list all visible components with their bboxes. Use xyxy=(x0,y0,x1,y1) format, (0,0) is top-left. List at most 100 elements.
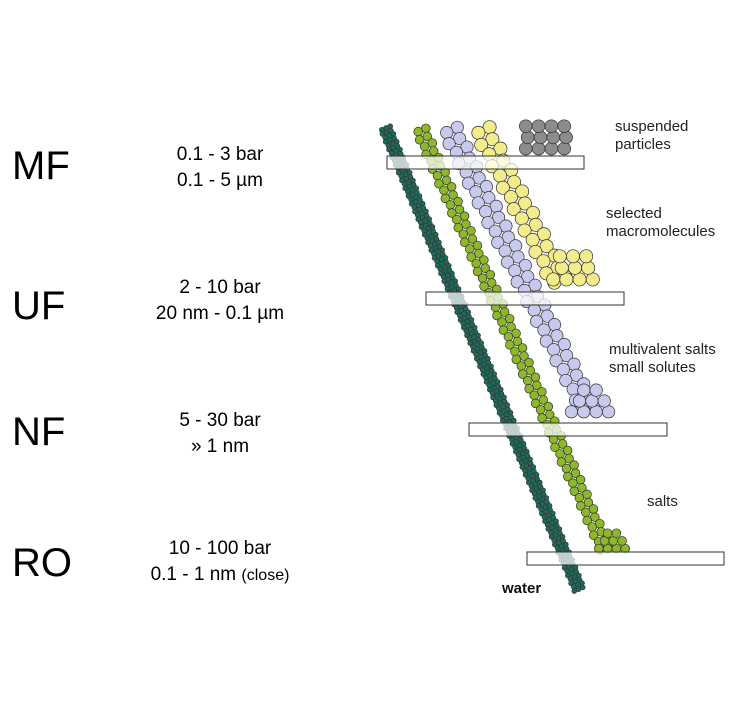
solute-particle xyxy=(539,334,553,348)
solute-particle xyxy=(501,230,515,244)
macromolecule-particle xyxy=(493,168,508,183)
suspended-particle xyxy=(519,119,533,133)
salt-particle xyxy=(569,486,580,497)
pressure-range: 2 - 10 bar xyxy=(179,277,261,298)
label-salts: salts xyxy=(647,493,678,510)
salt-particle xyxy=(582,515,592,526)
solute-particle xyxy=(589,383,603,397)
salt-particle xyxy=(497,317,507,327)
salt-particle xyxy=(537,413,547,423)
suspended-particle xyxy=(546,130,561,145)
solute-particle xyxy=(510,275,524,289)
pore-size-value: 0.1 - 1 nm xyxy=(150,564,237,585)
pore-size: 20 nm - 0.1 µm xyxy=(155,303,285,324)
solute-particle xyxy=(472,171,486,185)
label-line: suspended xyxy=(615,118,689,135)
label-line: multivalent salts xyxy=(609,341,716,358)
salt-particle xyxy=(568,478,578,488)
solute-particle xyxy=(481,216,495,230)
water-particle xyxy=(571,588,578,594)
macromolecule-particle xyxy=(495,180,510,195)
salt-particle xyxy=(530,398,541,409)
solute-particle xyxy=(479,204,493,219)
suspended-particle xyxy=(533,130,548,145)
salt-particle xyxy=(550,442,560,453)
macromolecule-particle xyxy=(536,254,551,269)
macromolecule-particle xyxy=(579,249,594,264)
pore-size: 0.1 - 5 µm xyxy=(177,170,263,191)
solute-particle xyxy=(491,210,506,224)
solute-particle xyxy=(498,244,512,258)
label-line: macromolecules xyxy=(606,223,716,240)
macromolecule-particle xyxy=(517,196,532,211)
process-spec-nf: 5 - 30 bar » 1 nm xyxy=(120,408,320,460)
solute-particle xyxy=(500,255,514,269)
salt-particle xyxy=(563,471,573,482)
process-abbr-ro: RO xyxy=(12,541,72,585)
label-suspended-particles: suspended particles xyxy=(615,118,688,154)
salt-particle xyxy=(452,214,462,225)
salt-particle xyxy=(414,135,425,145)
pressure-range: 10 - 100 bar xyxy=(168,538,272,559)
process-spec-uf: 2 - 10 bar 20 nm - 0.1 µm xyxy=(120,275,320,327)
macromolecule-particle xyxy=(568,260,582,275)
salt-particle xyxy=(511,354,522,365)
salt-particle xyxy=(516,361,527,371)
suspended-particle xyxy=(519,141,533,156)
salt-particle xyxy=(523,375,533,386)
pore-size-note: (close) xyxy=(241,567,290,584)
membrane-ro xyxy=(526,551,725,566)
salt-particle xyxy=(434,178,444,189)
macromolecule-particle xyxy=(581,260,596,275)
salt-particle xyxy=(479,281,489,291)
macromolecule-particle xyxy=(506,202,521,217)
solute-particle xyxy=(564,405,578,419)
suspended-particle xyxy=(559,130,573,145)
solute-particle xyxy=(577,383,591,397)
salt-particle xyxy=(617,536,627,546)
macromolecule-particle xyxy=(503,190,518,205)
salt-particle xyxy=(439,185,449,196)
solute-particle xyxy=(471,196,485,210)
label-multivalent-salts: multivalent salts small solutes xyxy=(609,341,716,377)
salt-particle xyxy=(477,273,488,283)
solute-particle xyxy=(527,303,541,317)
process-abbr-uf: UF xyxy=(12,284,66,328)
macromolecule-particle xyxy=(514,211,529,226)
macromolecule-particle xyxy=(485,132,500,147)
macromolecule-particle xyxy=(566,249,580,264)
solute-particle xyxy=(461,176,476,190)
pore-size: 0.1 - 1 nm (close) xyxy=(120,562,320,589)
solute-particle xyxy=(442,137,456,151)
macromolecule-particle xyxy=(528,217,543,232)
solute-particle xyxy=(550,329,564,343)
suspended-particle xyxy=(544,119,559,133)
solute-particle xyxy=(488,224,502,238)
solute-particle xyxy=(547,343,561,357)
process-abbr-mf: MF xyxy=(12,144,70,188)
process-abbr-nf: NF xyxy=(12,410,66,454)
macromolecule-particle xyxy=(474,137,489,152)
solute-particle xyxy=(511,250,525,264)
suspended-particle xyxy=(531,141,546,156)
salt-particle xyxy=(581,507,591,518)
macromolecule-particle xyxy=(552,249,567,264)
solute-particle xyxy=(560,349,574,363)
solute-particle xyxy=(482,191,496,205)
process-spec-ro: 10 - 100 bar 0.1 - 1 nm (close) xyxy=(120,536,320,589)
macromolecule-particle xyxy=(507,175,522,189)
macromolecule-particle xyxy=(525,232,540,247)
solute-particle xyxy=(549,354,563,368)
solute-particle xyxy=(597,394,611,408)
macromolecule-particle xyxy=(517,223,532,238)
salt-particle xyxy=(555,449,565,459)
salt-particle xyxy=(611,528,622,538)
solute-particle xyxy=(491,235,505,249)
label-macromolecules: selected macromolecules xyxy=(606,205,715,241)
label-line: particles xyxy=(615,136,671,153)
process-spec-mf: 0.1 - 3 bar 0.1 - 5 µm xyxy=(120,142,320,194)
salt-particle xyxy=(535,405,546,415)
membrane-nf xyxy=(468,422,668,437)
macromolecule-particle xyxy=(471,125,486,140)
